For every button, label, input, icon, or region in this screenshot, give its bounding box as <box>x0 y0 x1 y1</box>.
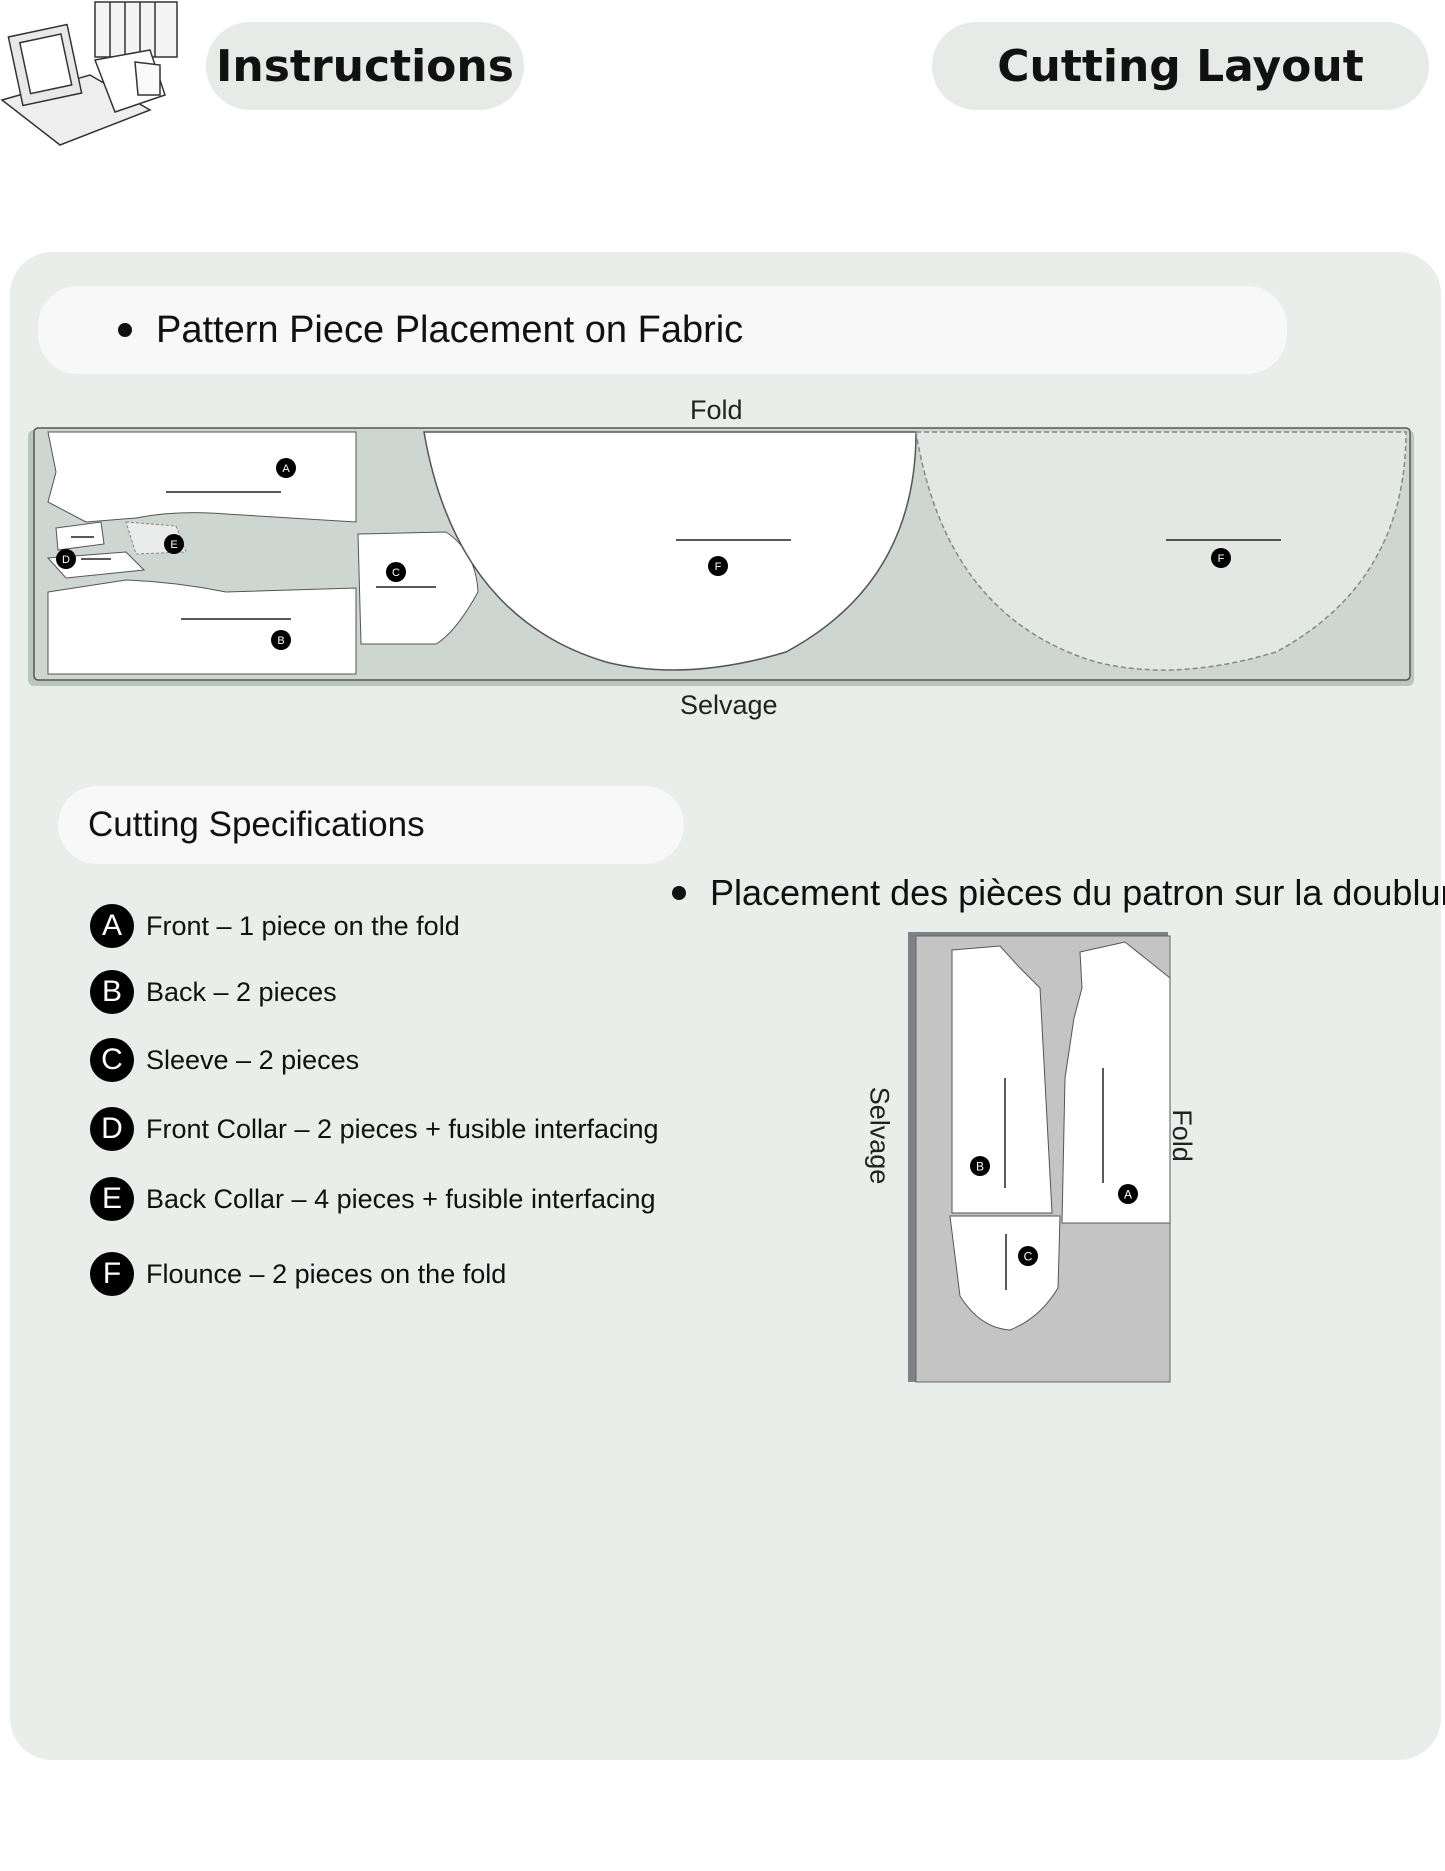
spec-text: Front Collar – 2 pieces + fusible interf… <box>146 1113 659 1144</box>
piece-letter-badge: A <box>90 904 134 948</box>
spec-text: Back Collar – 4 pieces + fusible interfa… <box>146 1183 656 1214</box>
piece-marker <box>1018 1246 1038 1266</box>
spec-item: B Back – 2 pieces <box>90 970 337 1014</box>
lining-selvage-label: Selvage <box>864 1086 895 1185</box>
piece-flounce-2 <box>915 431 1407 671</box>
lining-layout-diagram: B A C <box>908 932 1171 1383</box>
cutting-specs-header: Cutting Specifications <box>58 786 684 864</box>
piece-letter-badge: B <box>90 970 134 1014</box>
fold-label: Fold <box>690 395 743 425</box>
piece-marker-letter: D <box>62 554 70 566</box>
piece-flounce-1 <box>423 431 917 671</box>
lining-piece-front <box>1061 941 1171 1224</box>
spec-item: E Back Collar – 4 pieces + fusible inter… <box>90 1177 656 1221</box>
spec-text: Back – 2 pieces <box>146 976 337 1007</box>
piece-marker <box>56 549 76 569</box>
piece-marker <box>276 458 296 478</box>
bullet-icon <box>118 323 132 337</box>
fabric-section-title: Pattern Piece Placement on Fabric <box>156 308 744 351</box>
spec-item: C Sleeve – 2 pieces <box>90 1038 359 1082</box>
piece-marker-letter: C <box>392 567 400 579</box>
piece-marker-letter: C <box>1024 1249 1033 1263</box>
lining-piece-sleeve <box>949 1215 1061 1331</box>
spec-text: Sleeve – 2 pieces <box>146 1044 360 1075</box>
spec-item: A Front – 1 piece on the fold <box>90 904 460 948</box>
piece-marker <box>386 562 406 582</box>
piece-marker-letter: F <box>715 561 722 573</box>
lining-section-title: Placement des pièces du patron sur la do… <box>710 872 1445 913</box>
piece-marker-letter: A <box>282 463 290 475</box>
piece-marker <box>271 630 291 650</box>
piece-marker <box>970 1156 990 1176</box>
piece-letter-badge: C <box>90 1038 134 1082</box>
pattern-envelope-logo <box>0 1 178 146</box>
spec-item: F Flounce – 2 pieces on the fold <box>90 1252 506 1296</box>
cutting-layout-tab[interactable]: Cutting Layout <box>932 22 1429 110</box>
lining-section-header: Placement des pièces du patron sur la do… <box>672 872 1445 914</box>
piece-front <box>47 431 357 523</box>
cutting-specs-title: Cutting Specifications <box>88 805 425 844</box>
lining-piece-back <box>951 945 1053 1214</box>
bullet-icon <box>672 886 686 900</box>
piece-front-collar-1 <box>55 521 105 551</box>
piece-marker <box>708 556 728 576</box>
spec-text: Front – 1 piece on the fold <box>146 910 460 941</box>
fabric-section-header: Pattern Piece Placement on Fabric <box>38 286 1287 374</box>
fabric-layout-diagram: A E D C B F F <box>28 427 1414 686</box>
piece-marker-letter: B <box>277 635 284 647</box>
piece-marker-letter: F <box>1218 553 1225 565</box>
piece-marker <box>1211 548 1231 568</box>
piece-sleeve <box>357 531 479 645</box>
lining-fold-label: Fold <box>1166 1109 1197 1162</box>
selvage-label: Selvage <box>680 690 778 720</box>
piece-marker-letter: B <box>976 1159 984 1173</box>
piece-marker-letter: A <box>1124 1187 1132 1201</box>
spec-text: Flounce – 2 pieces on the fold <box>146 1258 507 1289</box>
spec-item: D Front Collar – 2 pieces + fusible inte… <box>90 1107 659 1151</box>
piece-letter-badge: F <box>90 1252 134 1296</box>
piece-letter-badge: E <box>90 1177 134 1221</box>
piece-back <box>47 579 357 675</box>
instructions-tab[interactable]: Instructions <box>206 22 524 110</box>
piece-marker <box>164 534 184 554</box>
piece-marker <box>1118 1184 1138 1204</box>
piece-letter-badge: D <box>90 1107 134 1151</box>
piece-marker-letter: E <box>170 539 177 551</box>
